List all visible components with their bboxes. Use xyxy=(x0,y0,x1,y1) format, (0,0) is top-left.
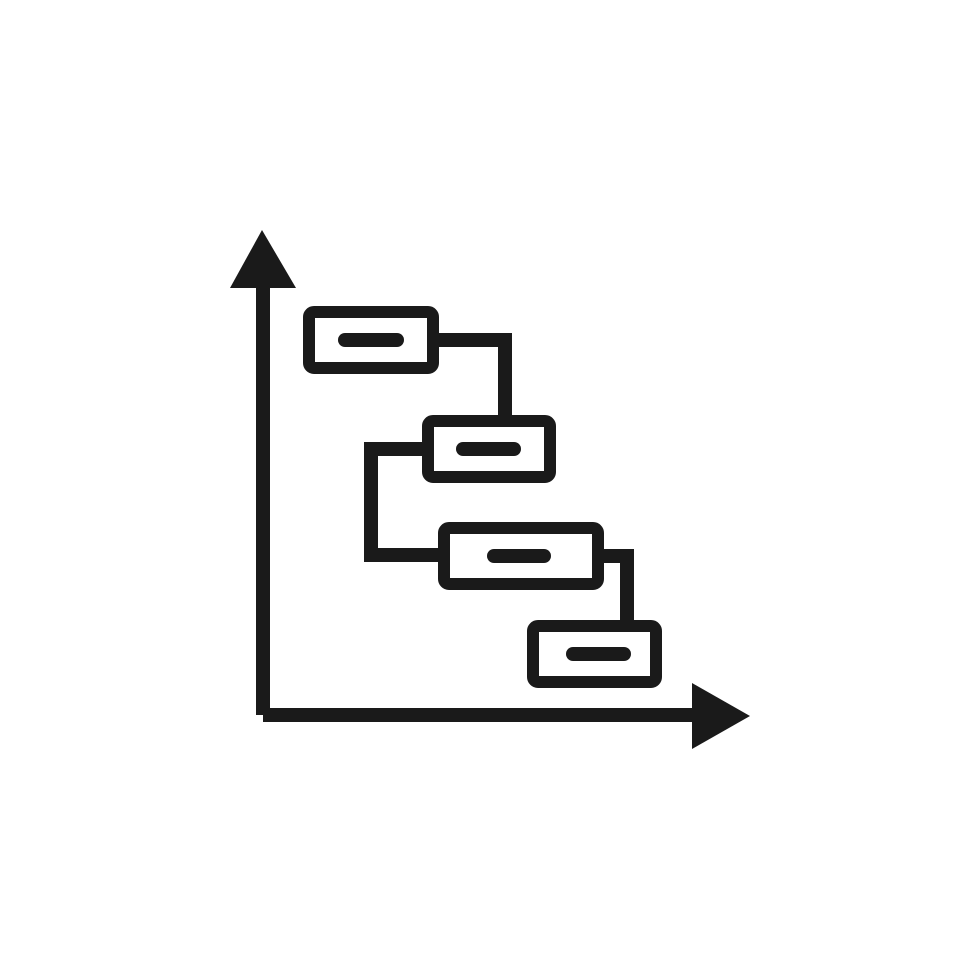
axes xyxy=(256,285,700,722)
task-bar-4 xyxy=(527,620,662,688)
x-axis-arrow-icon xyxy=(692,683,750,749)
connector-1-2 xyxy=(435,333,512,420)
task-bar-1 xyxy=(303,306,439,374)
task-connectors xyxy=(364,333,634,628)
y-axis-arrow-icon xyxy=(230,230,296,288)
connector-3-4 xyxy=(600,549,634,628)
task-bar-2 xyxy=(422,415,556,483)
task-bar-3 xyxy=(438,522,604,590)
connector-2-3 xyxy=(364,442,441,562)
